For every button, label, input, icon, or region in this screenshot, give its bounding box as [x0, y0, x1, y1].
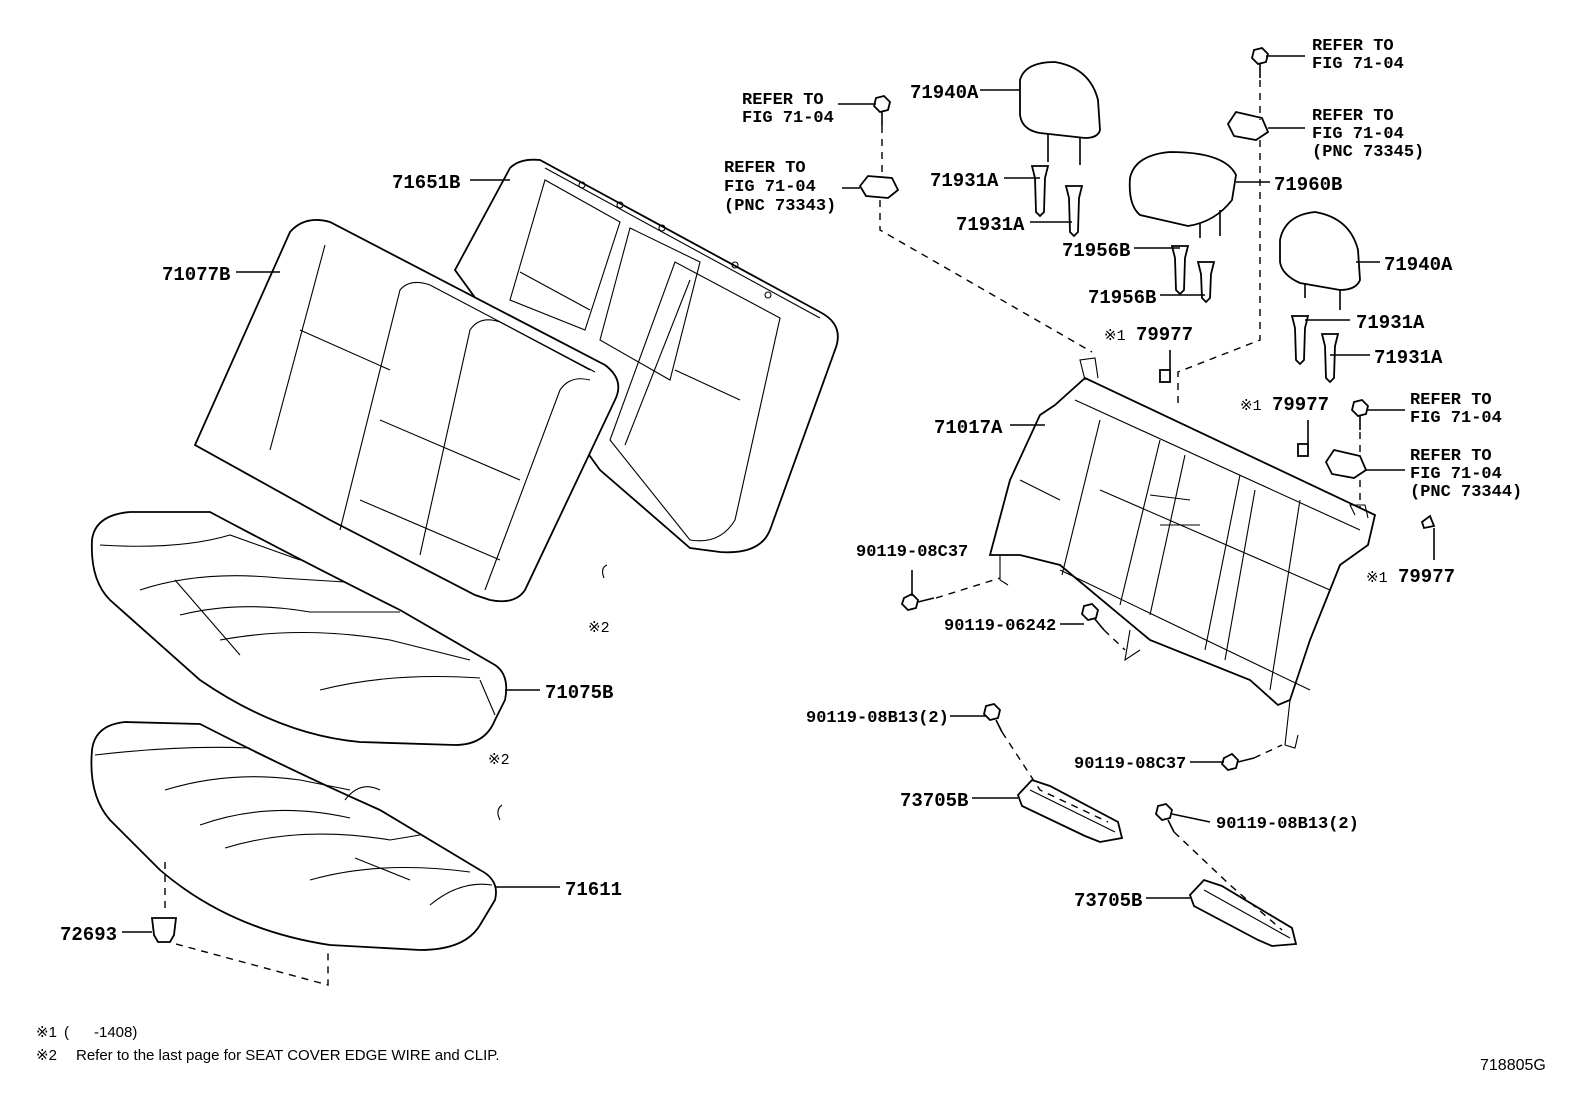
label-71940A-right: 71940A [1384, 254, 1453, 276]
headrest-supports-drawing [1030, 165, 1340, 384]
label-71931A-4: 71931A [1374, 347, 1443, 369]
label-90119-06242: 90119-06242 [944, 617, 1056, 636]
hinge-bracket-73705B-lower-drawing [1188, 878, 1298, 947]
label-71931A-3: 71931A [1356, 312, 1425, 334]
refer-pnc73343-line2: FIG 71-04 [724, 178, 816, 197]
refer-top-right-line1: REFER TO [1312, 37, 1394, 56]
footnotes: ※1 ( -1408) ※2 Refer to the last page fo… [36, 1024, 500, 1064]
footnote-2-text: Refer to the last page for SEAT COVER ED… [76, 1047, 500, 1064]
note1-mark-2: ※1 [1240, 398, 1262, 415]
note1-mark-1: ※1 [1104, 328, 1126, 345]
bolt-labels: 90119-08C37 90119-06242 90119-08B13(2) 9… [806, 543, 1359, 834]
refer-pnc73343-line1: REFER TO [724, 159, 806, 178]
label-73705B-upper: 73705B [900, 790, 968, 812]
refer-top-left-line1: REFER TO [742, 91, 824, 110]
label-71017A: 71017A [934, 417, 1003, 439]
headrest-71960B-center-drawing [1128, 151, 1237, 238]
label-90119-08C37-1: 90119-08C37 [856, 543, 968, 562]
refer-mid-right-line2: FIG 71-04 [1410, 409, 1502, 428]
part-labels-79977: ※1 79977 ※1 79977 ※1 79977 [1104, 324, 1455, 588]
part-labels: 71651B 71077B 71075B 71611 72693 71940A … [60, 82, 1453, 946]
refer-pnc73345-line1: REFER TO [1312, 107, 1394, 126]
note2-marks: ※2 ※2 [488, 620, 610, 769]
footnote-2-mark: ※2 [36, 1047, 57, 1064]
label-79977-3: 79977 [1398, 566, 1455, 588]
label-71651B: 71651B [392, 172, 460, 194]
clip-72693-drawing [150, 862, 329, 986]
label-90119-08C37-2: 90119-08C37 [1074, 755, 1186, 774]
seat-cushion-pad-71611-drawing [90, 721, 497, 951]
refer-pnc73344-line3: (PNC 73344) [1410, 483, 1522, 502]
label-71077B: 71077B [162, 264, 230, 286]
refer-mid-right-line1: REFER TO [1410, 391, 1492, 410]
label-71940A-top: 71940A [910, 82, 979, 104]
note2-mark-lower: ※2 [488, 752, 510, 769]
label-90119-08B13-2: 90119-08B13(2) [1216, 815, 1359, 834]
figure-id: 718805G [1480, 1057, 1546, 1074]
label-72693: 72693 [60, 924, 117, 946]
label-71931A-1: 71931A [930, 170, 999, 192]
label-71956B-2: 71956B [1088, 287, 1156, 309]
seat-cushion-cover-71075B-drawing [90, 511, 508, 746]
refer-top-right-line2: FIG 71-04 [1312, 55, 1404, 74]
refer-pnc73345-line2: FIG 71-04 [1312, 125, 1404, 144]
leader-lines [122, 55, 1435, 933]
edge-wire-clips-drawing [497, 564, 608, 821]
label-79977-drawing [1159, 369, 1436, 530]
headrest-71940A-right-drawing [1279, 211, 1361, 310]
label-71956B-1: 71956B [1062, 240, 1130, 262]
refer-callouts: REFER TO FIG 71-04 REFER TO FIG 71-04 (P… [724, 37, 1522, 502]
label-79977-2: 79977 [1272, 394, 1329, 416]
headrest-71940A-top-drawing [1019, 61, 1101, 165]
refer-pnc73345-line3: (PNC 73345) [1312, 143, 1424, 162]
note1-mark-3: ※1 [1366, 570, 1388, 587]
label-71931A-2: 71931A [956, 214, 1025, 236]
label-79977-1: 79977 [1136, 324, 1193, 346]
refer-pnc73344-line2: FIG 71-04 [1410, 465, 1502, 484]
hinge-bracket-73705B-upper-drawing [1016, 778, 1124, 843]
footnote-1-text: ( -1408) [64, 1024, 137, 1041]
seatback-pad-71077B-drawing [193, 219, 620, 603]
refer-pnc73343-line3: (PNC 73343) [724, 197, 836, 216]
label-71611: 71611 [565, 879, 622, 901]
lock-brackets-drawing [858, 110, 1368, 479]
note2-mark-upper: ※2 [588, 620, 610, 637]
refer-top-left-line2: FIG 71-04 [742, 109, 834, 128]
seatback-cover-71651B-drawing [453, 158, 839, 554]
footnote-1-mark: ※1 [36, 1024, 57, 1041]
assembly-dashed-lines [879, 80, 1361, 931]
bolts-drawing [873, 47, 1369, 833]
label-71075B: 71075B [545, 682, 613, 704]
seatback-frame-71017A-drawing [988, 357, 1377, 749]
label-90119-08B13-1: 90119-08B13(2) [806, 709, 949, 728]
label-71960B: 71960B [1274, 174, 1342, 196]
refer-pnc73344-line1: REFER TO [1410, 447, 1492, 466]
label-73705B-lower: 73705B [1074, 890, 1142, 912]
